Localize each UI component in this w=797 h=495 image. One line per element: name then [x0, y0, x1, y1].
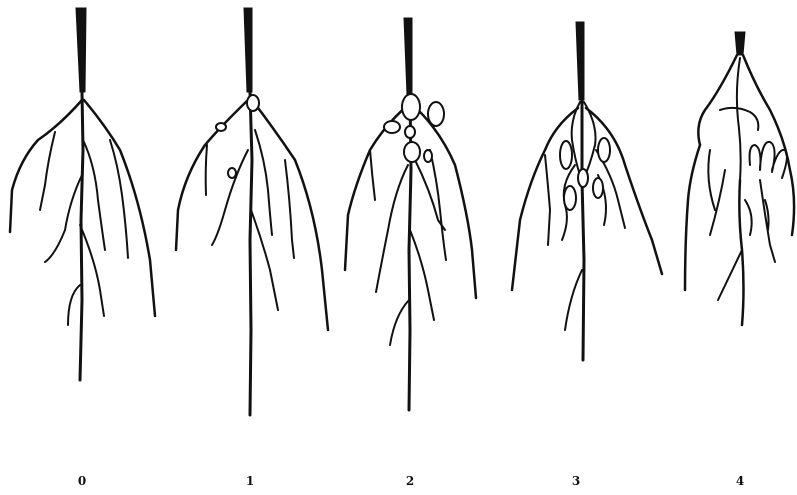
root-mass-outline: [698, 55, 737, 145]
rating-label-4: 4: [730, 474, 750, 488]
lateral-root: [410, 230, 434, 320]
rating-label-0: 0: [72, 474, 92, 488]
root-gall: [564, 186, 576, 210]
lateral-root: [430, 150, 446, 260]
lateral-root: [565, 270, 582, 330]
lateral-root: [376, 165, 408, 292]
root-gall: [578, 169, 588, 187]
lateral-root: [255, 130, 272, 235]
rating-label-3: 3: [566, 474, 586, 488]
lateral-root: [110, 140, 128, 258]
lateral-root: [545, 155, 550, 245]
root-gall: [216, 123, 226, 131]
lateral-root: [760, 180, 775, 262]
root-gall: [560, 141, 572, 169]
lateral-root: [83, 140, 105, 250]
root-mass-outline: [737, 58, 741, 180]
root-gall: [428, 102, 444, 126]
taproot: [80, 92, 83, 380]
root-gall: [228, 168, 236, 178]
root-gall: [598, 138, 610, 162]
root-gall: [384, 121, 400, 133]
root-system-1: [176, 8, 328, 415]
lateral-root: [45, 175, 82, 262]
lateral-root: [285, 160, 294, 258]
stem: [404, 18, 412, 95]
lateral-root: [84, 100, 155, 316]
lateral-root: [10, 100, 82, 232]
root-mass-outline: [743, 55, 794, 235]
taproot: [582, 100, 584, 360]
lateral-root: [370, 150, 375, 200]
lateral-root: [390, 300, 409, 345]
lateral-root: [68, 285, 80, 325]
root-gall: [402, 94, 420, 120]
lateral-root: [708, 150, 715, 210]
root-gall: [247, 95, 259, 111]
lateral-root: [718, 250, 742, 300]
stem: [76, 8, 86, 92]
stem: [576, 22, 584, 100]
lateral-root: [212, 150, 248, 245]
root-system-4: [685, 32, 794, 325]
lateral-root: [80, 225, 104, 316]
lateral-root: [206, 145, 207, 195]
root-system-2: [345, 18, 476, 410]
root-system-3: [512, 22, 662, 360]
root-gall: [405, 126, 415, 138]
lateral-root: [251, 210, 278, 310]
galled-root-cluster: [750, 142, 787, 178]
rating-label-2: 2: [400, 474, 420, 488]
root-gall: [404, 142, 420, 162]
root-gall: [593, 178, 603, 198]
stem: [244, 8, 252, 92]
stem: [735, 32, 745, 55]
rating-label-1: 1: [240, 474, 260, 488]
root-system-0: [10, 8, 155, 380]
lateral-root: [40, 132, 55, 210]
root-gall: [424, 150, 432, 162]
lateral-root: [685, 145, 700, 290]
taproot: [250, 92, 252, 415]
